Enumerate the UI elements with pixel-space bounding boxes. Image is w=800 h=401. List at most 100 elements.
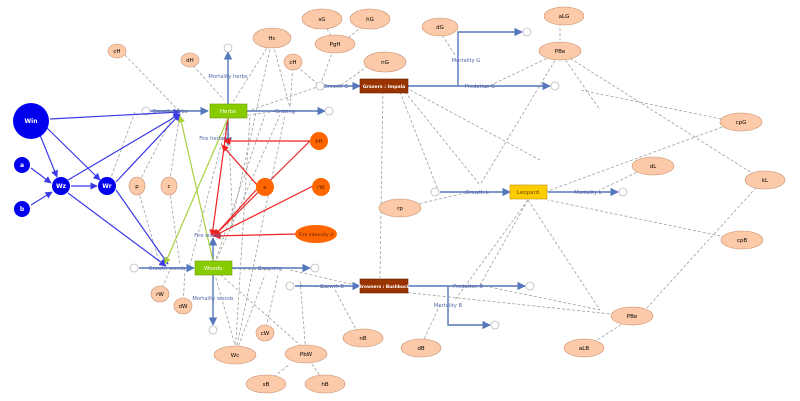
param-cw[interactable]: cW (255, 324, 275, 342)
svg-text:PBe: PBe (627, 314, 638, 320)
svg-text:nG: nG (381, 60, 389, 66)
label-growth-woods: Growth woods (148, 266, 185, 272)
svg-text:Browsers : Bushbuck: Browsers : Bushbuck (359, 284, 410, 290)
svg-text:Woods: Woods (204, 266, 222, 272)
svg-text:aLG: aLG (559, 14, 570, 20)
svg-text:cH: cH (113, 49, 120, 55)
node-fire-intensity[interactable]: Fire intensity d (295, 225, 337, 243)
param-wc[interactable]: Wc (213, 345, 257, 365)
svg-text:b: b (20, 206, 25, 213)
label-mortality-herbs: Mortality herbs (208, 74, 248, 80)
flow-pipes (139, 27, 619, 330)
svg-text:Leopard: Leopard (517, 190, 539, 196)
param-hc[interactable]: Hc (252, 27, 292, 49)
blue-nodes: Win a b Wz Wr (13, 103, 116, 217)
param-pbg[interactable]: PBe (538, 41, 582, 61)
red-nodes: kH e rW Fire intensity d (256, 132, 337, 243)
node-kh[interactable]: kH (310, 132, 328, 150)
svg-text:a: a (20, 162, 24, 169)
blue-links (30, 108, 181, 267)
svg-text:kL: kL (762, 178, 769, 184)
svg-text:dW: dW (179, 304, 188, 310)
param-pbw[interactable]: PbW (284, 344, 328, 364)
stock-leopard[interactable]: Leopard (509, 184, 548, 200)
node-win[interactable]: Win (13, 103, 49, 139)
svg-text:cpG: cpG (736, 120, 747, 126)
svg-text:PgH: PgH (330, 42, 341, 48)
stock-herbs[interactable]: Herbs (209, 103, 248, 119)
param-hg[interactable]: hG (349, 8, 391, 30)
param-ch[interactable]: cH (107, 43, 127, 59)
param-dg[interactable]: dG (421, 17, 459, 37)
param-pgh[interactable]: PgH (314, 34, 356, 54)
node-b[interactable]: b (14, 201, 30, 217)
label-mortality-l: Mortality L (574, 190, 602, 196)
svg-text:Win: Win (25, 118, 38, 125)
svg-text:Grazers : Impala: Grazers : Impala (363, 84, 406, 90)
label-mortality-b: Mortality B (434, 303, 463, 309)
svg-text:rW: rW (317, 185, 325, 191)
svg-text:dL: dL (650, 164, 657, 170)
svg-text:e: e (263, 185, 267, 191)
svg-text:c: c (167, 184, 170, 190)
stocks: Herbs Woods Grazers : Impala Browsers : … (194, 78, 548, 294)
svg-text:cH: cH (289, 60, 296, 66)
node-rw[interactable]: rW (312, 178, 330, 196)
param-sg[interactable]: sG (301, 8, 343, 30)
svg-text:dG: dG (436, 25, 444, 31)
stock-browsers[interactable]: Browsers : Bushbuck (359, 278, 410, 294)
svg-text:hB: hB (321, 382, 328, 388)
cloud-sinks (129, 27, 628, 335)
svg-text:sB: sB (263, 382, 270, 388)
label-browsing: Browsing (258, 266, 282, 272)
node-a[interactable]: a (14, 157, 30, 173)
label-growth-b: Growth B (320, 284, 344, 290)
dashed-links (109, 18, 764, 384)
param-ch2[interactable]: cH (283, 53, 303, 71)
label-predation-b: Predation B (453, 284, 483, 290)
param-dl[interactable]: dL (631, 156, 675, 176)
lime-links (164, 115, 229, 265)
param-db[interactable]: dB (400, 338, 442, 358)
param-c[interactable]: c (160, 176, 178, 196)
svg-text:PBe: PBe (555, 49, 566, 55)
stock-woods[interactable]: Woods (194, 260, 233, 276)
svg-text:hG: hG (366, 17, 374, 23)
stock-grazers[interactable]: Grazers : Impala (359, 78, 409, 94)
label-predation-g: Predation G (465, 84, 495, 90)
svg-text:cW: cW (261, 331, 270, 337)
param-dh[interactable]: dH (180, 52, 200, 68)
parameters: cH dH Hc sG hG PgH cH nG dG aLG PBe cpG … (107, 6, 786, 394)
node-wz[interactable]: Wz (52, 177, 70, 195)
svg-text:Wz: Wz (56, 183, 67, 190)
param-dw[interactable]: dW (173, 297, 193, 315)
param-alg[interactable]: aLG (543, 6, 585, 26)
node-e[interactable]: e (256, 178, 274, 196)
svg-text:dB: dB (417, 346, 424, 352)
param-alb[interactable]: aLB (563, 338, 605, 358)
param-ng[interactable]: nG (363, 51, 407, 73)
flow-labels: Growth herbs Mortality herbs Grazing Fir… (148, 58, 601, 309)
param-p[interactable]: p (128, 176, 146, 196)
param-cpb[interactable]: cpB (720, 230, 764, 250)
param-kl[interactable]: kL (744, 170, 786, 190)
param-nb[interactable]: nB (342, 328, 384, 348)
param-pbb[interactable]: PBe (610, 306, 654, 326)
svg-text:kH: kH (315, 139, 322, 145)
node-wr[interactable]: Wr (98, 177, 116, 195)
svg-text:rp: rp (397, 206, 403, 212)
param-rw[interactable]: rW (150, 285, 170, 303)
svg-text:Wc: Wc (231, 353, 239, 359)
svg-text:PbW: PbW (300, 352, 313, 358)
label-fire-woods: Fire woods (194, 233, 222, 239)
param-sb[interactable]: sB (245, 374, 287, 394)
label-grazing: Grazing (275, 109, 295, 115)
param-hb[interactable]: hB (304, 374, 346, 394)
label-fire-herbs: Fire herbs (199, 136, 225, 142)
svg-text:dH: dH (186, 58, 194, 64)
param-rp[interactable]: rp (378, 198, 422, 218)
svg-text:Herbs: Herbs (220, 109, 236, 115)
svg-text:p: p (135, 184, 139, 190)
param-cpg[interactable]: cpG (719, 112, 763, 132)
